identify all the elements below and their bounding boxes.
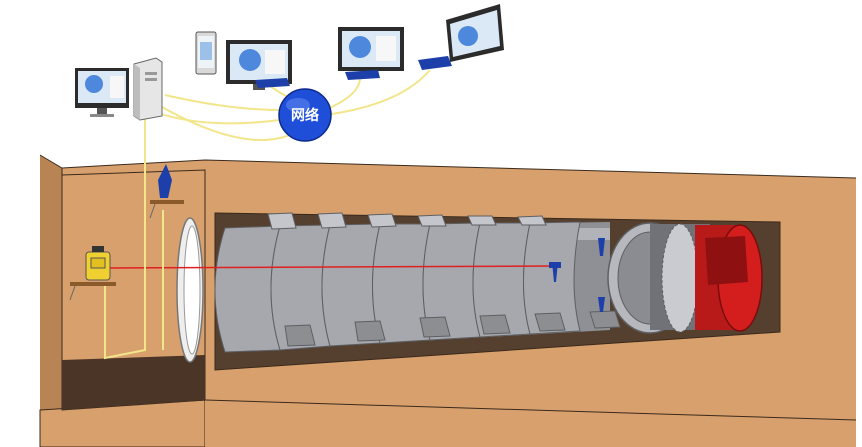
total-station-icon	[69, 246, 116, 301]
cutter-head	[695, 224, 763, 332]
portal-ring	[176, 217, 204, 363]
prism-icon	[149, 164, 184, 219]
prism-icon	[598, 238, 605, 312]
desktop-computer-icon	[75, 68, 129, 117]
laser-target-icon	[549, 262, 561, 282]
network-label: 网络	[291, 107, 319, 124]
pc-tower-icon	[133, 57, 163, 121]
monitor-icon	[338, 27, 404, 80]
monitor-icon	[226, 40, 292, 90]
network-hub-icon	[278, 88, 332, 142]
tunnel-lining	[214, 212, 710, 353]
tablet-icon	[195, 31, 217, 75]
laser-beam	[109, 265, 556, 269]
monitor-icon	[418, 4, 504, 70]
